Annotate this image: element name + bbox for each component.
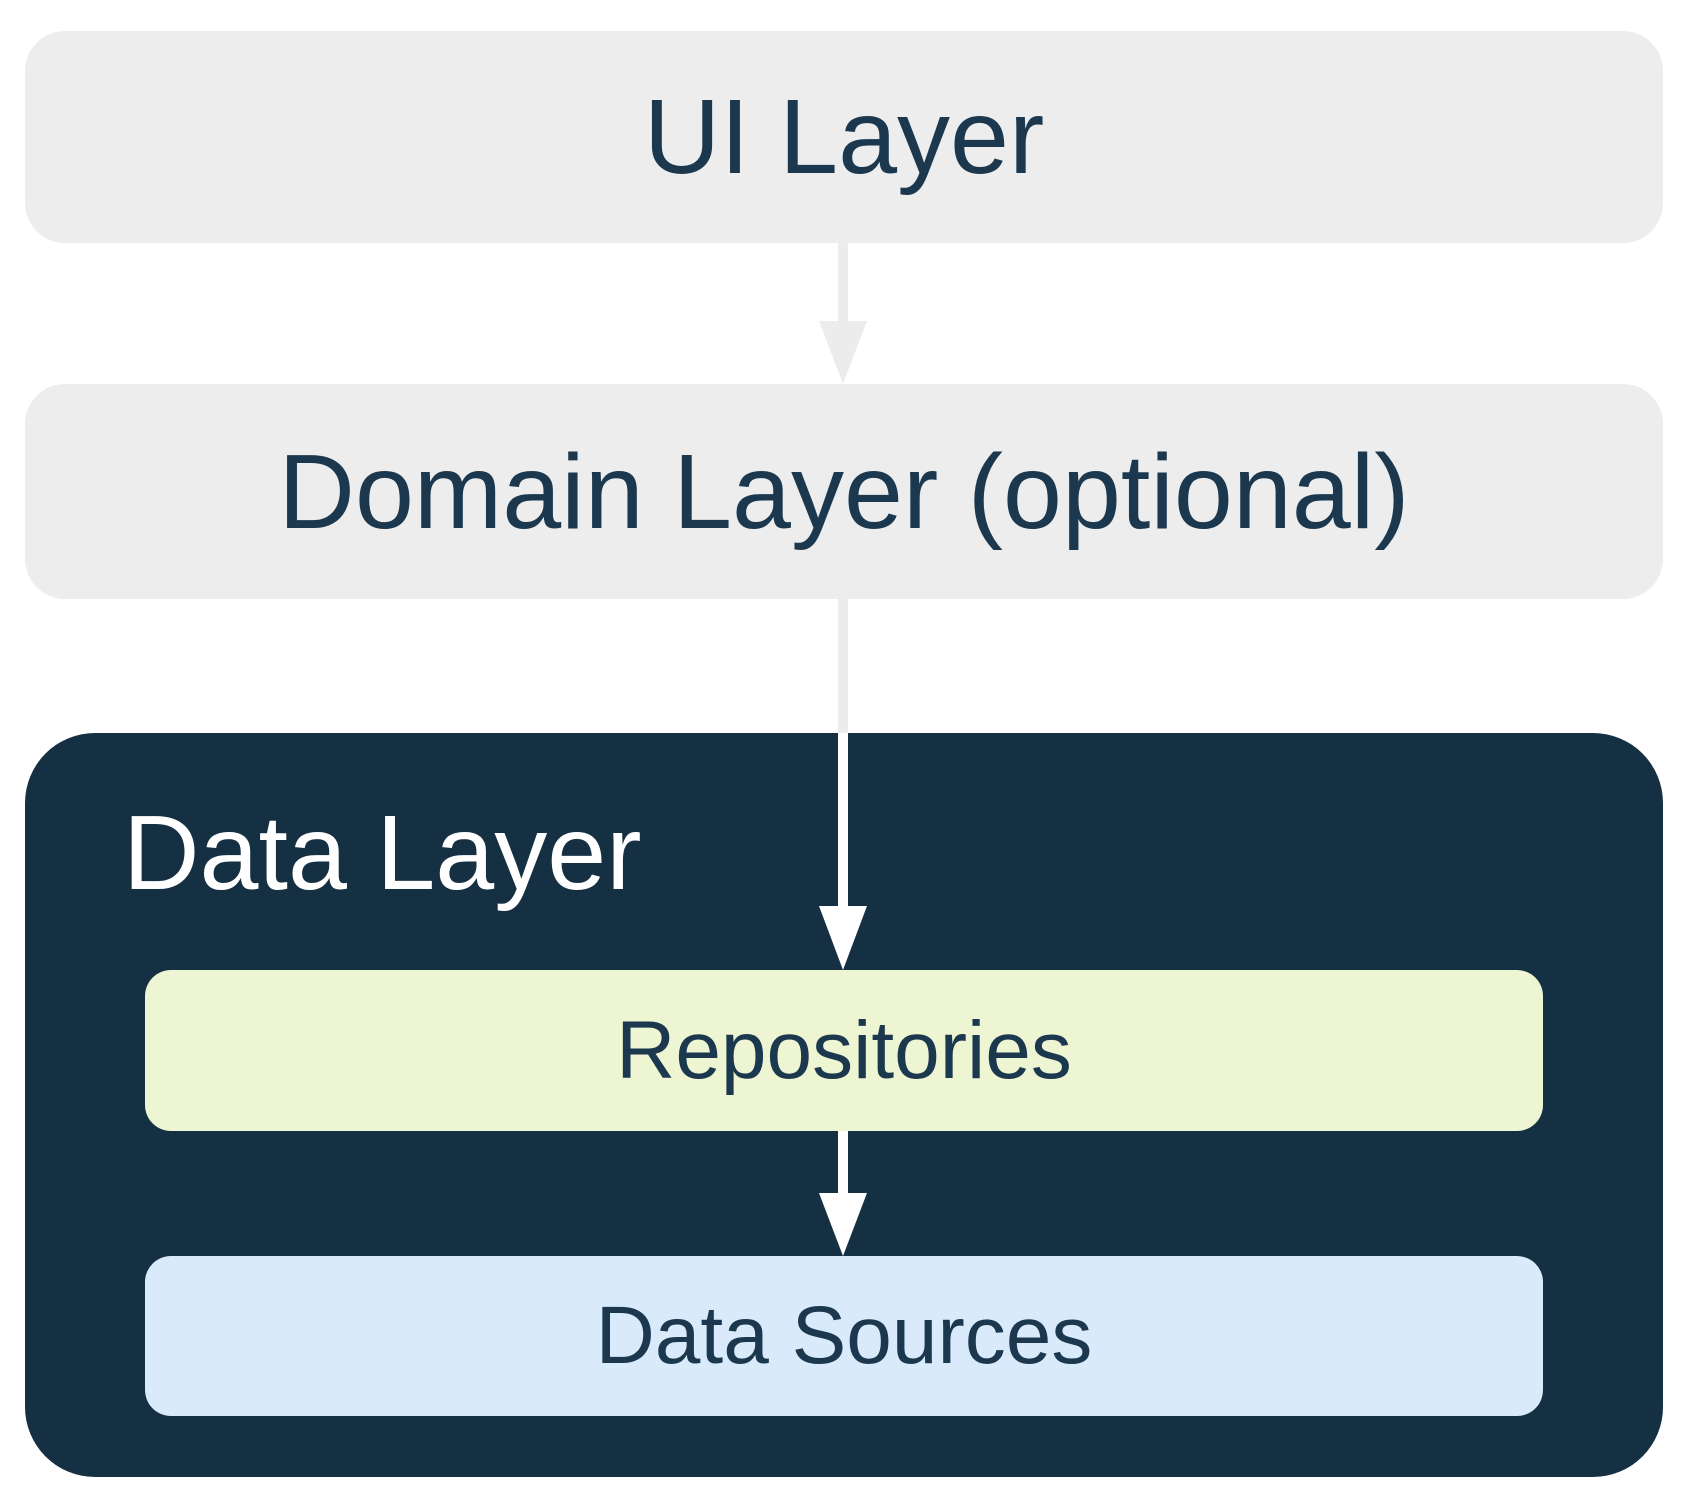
arrow-ui-to-domain-line (838, 243, 848, 321)
data-sources-node: Data Sources (145, 1256, 1543, 1416)
domain-layer-label: Domain Layer (optional) (278, 432, 1410, 551)
data-sources-label: Data Sources (595, 1290, 1093, 1381)
arrow-domain-to-repositories-white-segment (838, 733, 848, 906)
arrow-ui-to-domain-head (819, 321, 867, 384)
arrow-repositories-to-datasources-line (838, 1131, 848, 1193)
arrow-domain-to-repositories-gray-segment (838, 599, 848, 733)
repositories-label: Repositories (616, 1004, 1072, 1096)
ui-layer-label: UI Layer (643, 78, 1045, 196)
data-layer-label: Data Layer (123, 794, 642, 912)
repositories-node: Repositories (145, 970, 1543, 1131)
domain-layer-node: Domain Layer (optional) (25, 384, 1663, 599)
arrow-domain-to-repositories-head (819, 906, 867, 970)
ui-layer-node: UI Layer (25, 31, 1663, 243)
arrow-repositories-to-datasources-head (819, 1193, 867, 1256)
